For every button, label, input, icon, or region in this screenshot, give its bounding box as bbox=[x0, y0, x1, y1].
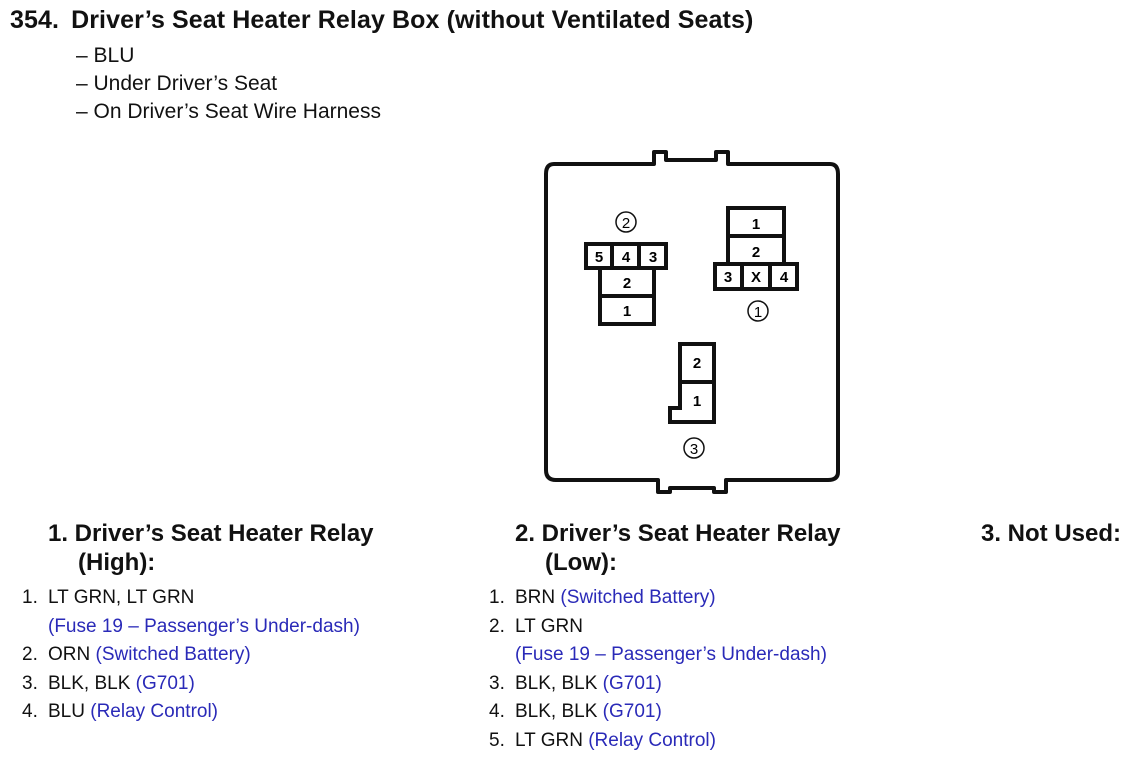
list-item: 4.BLK, BLK (G701) bbox=[489, 701, 662, 722]
title-text: Driver’s Seat Heater Relay Box (without … bbox=[71, 6, 754, 34]
detail-location: – Under Driver’s Seat bbox=[76, 72, 278, 95]
section-1-heading-line2: (High): bbox=[78, 549, 156, 576]
list-item: 1.BRN (Switched Battery) bbox=[489, 587, 716, 608]
detail-color: – BLU bbox=[76, 44, 135, 67]
relay-box-diagram: 2 5 4 3 2 1 1 2 3 X 4 1 2 1 3 bbox=[544, 150, 840, 494]
list-item: 4.BLU (Relay Control) bbox=[22, 701, 219, 722]
connector-2-pin-3: 3 bbox=[649, 249, 657, 266]
connector-1-pin-4: 4 bbox=[780, 269, 789, 286]
connector-1-pin-x: X bbox=[751, 269, 761, 286]
connector-2-callout bbox=[615, 211, 637, 233]
connector-1-callout bbox=[747, 300, 769, 322]
title-number: 354. bbox=[10, 6, 60, 34]
list-item: 1.LT GRN, LT GRN (Fuse 19 – Passenger’s … bbox=[22, 587, 360, 637]
connector-2-pin-4: 4 bbox=[622, 249, 631, 266]
list-item: 5.LT GRN (Relay Control) bbox=[489, 729, 716, 751]
connector-1: 1 2 3 X 4 1 bbox=[713, 206, 799, 322]
section-2-heading: 2. Driver’s Seat Heater Relay (Low): bbox=[515, 519, 841, 577]
connector-3-callout bbox=[683, 437, 705, 459]
section-3-heading-line1: 3. Not Used: bbox=[981, 520, 1122, 547]
connector-1-label: 1 bbox=[754, 304, 762, 321]
connector-3-pin-2: 2 bbox=[693, 355, 701, 372]
detail-harness: – On Driver’s Seat Wire Harness bbox=[76, 100, 381, 123]
connector-2-label: 2 bbox=[622, 215, 630, 232]
connector-1-pin-1: 1 bbox=[752, 216, 760, 233]
connector-1-pin-3: 3 bbox=[724, 269, 732, 286]
connector-2-pin-2: 2 bbox=[623, 275, 631, 292]
connector-2: 2 5 4 3 2 1 bbox=[584, 211, 668, 326]
section-1-pin-list: 1.LT GRN, LT GRN (Fuse 19 – Passenger’s … bbox=[22, 584, 360, 727]
connector-1-pin-2: 2 bbox=[752, 244, 760, 261]
location-details: – BLU – Under Driver’s Seat – On Driver’… bbox=[76, 42, 381, 126]
list-item: 2.ORN (Switched Battery) bbox=[22, 644, 251, 665]
list-item: 2.LT GRN (Fuse 19 – Passenger’s Under-da… bbox=[489, 615, 827, 666]
section-2-pin-list: 1.BRN (Switched Battery) 2.LT GRN (Fuse … bbox=[489, 584, 827, 755]
connector-3-label: 3 bbox=[690, 441, 698, 458]
section-3-heading: 3. Not Used: bbox=[981, 519, 1121, 548]
connector-2-pin-1: 1 bbox=[623, 303, 631, 320]
connector-1-bottom-row bbox=[713, 262, 799, 291]
connector-3: 2 1 3 bbox=[668, 342, 716, 459]
section-1-heading: 1. Driver’s Seat Heater Relay (High): bbox=[48, 519, 374, 577]
section-2-heading-line2: (Low): bbox=[545, 549, 617, 576]
relay-box-outline bbox=[544, 150, 840, 494]
connector-3-pin-1: 1 bbox=[693, 393, 701, 410]
section-2-heading-line1: 2. Driver’s Seat Heater Relay bbox=[515, 520, 841, 547]
connector-2-pin-5: 5 bbox=[595, 249, 603, 266]
connector-3-body bbox=[668, 342, 716, 424]
list-item: 3.BLK, BLK (G701) bbox=[489, 672, 662, 694]
section-1-heading-line1: 1. Driver’s Seat Heater Relay bbox=[48, 520, 374, 547]
page-title: 354. Driver’s Seat Heater Relay Box (with… bbox=[10, 6, 753, 35]
list-item: 3.BLK, BLK (G701) bbox=[22, 672, 195, 694]
